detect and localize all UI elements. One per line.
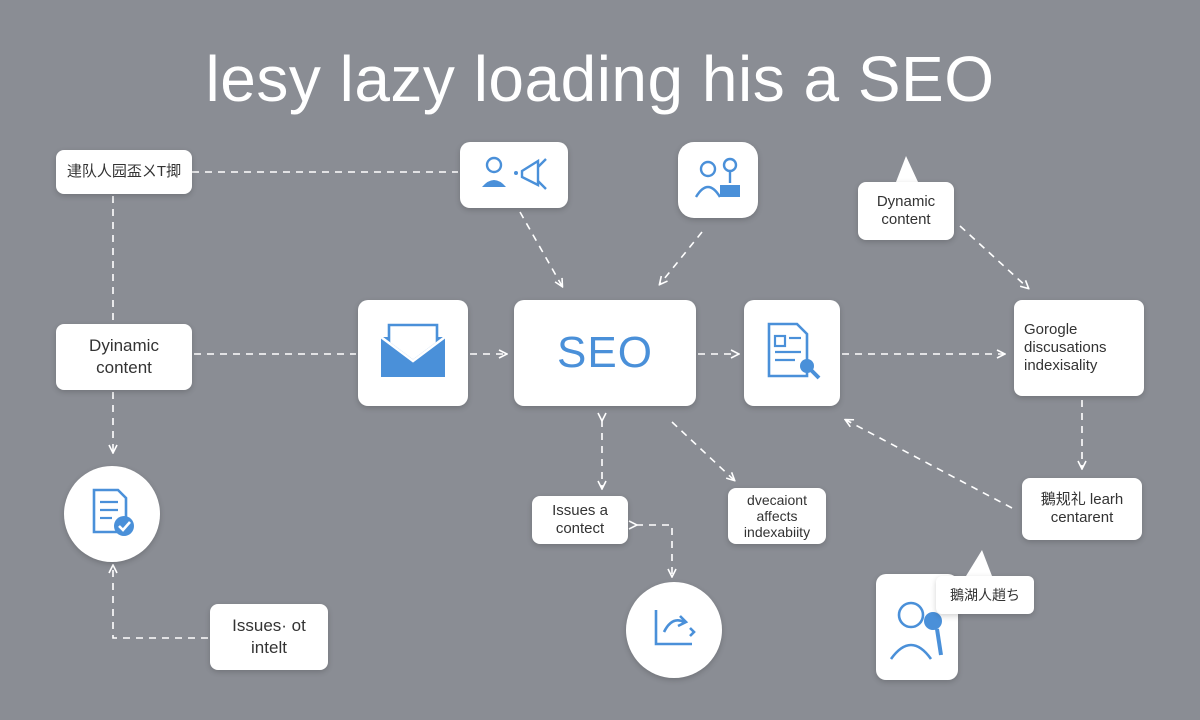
envelope-card (358, 300, 468, 406)
document-search-card (744, 300, 840, 406)
top-left-label-box: 䢖队人园盃ㄨT揤 (56, 150, 192, 194)
seo-label: SEO (557, 328, 653, 377)
connector-dynamic-top-to-google (959, 225, 1028, 288)
person-megaphone-card (460, 142, 568, 208)
dynamic-content-top-box: Dynamic content (858, 182, 954, 240)
speech-tail-top-right (896, 156, 918, 182)
person-magnifier-icon (885, 585, 949, 670)
dynamic-content-left-box: Dyinamic content (56, 324, 192, 390)
chart-refresh-circle (626, 582, 722, 678)
envelope-icon (379, 323, 447, 384)
dvecaiont-box: dvecaiont affects indexabiity (728, 488, 826, 544)
speech-tail-bottom-right (966, 550, 992, 576)
dvecaiont-label: dvecaiont affects indexabiity (743, 492, 811, 540)
issues-ot-intelt-box: Issues· ot intelt (210, 604, 328, 670)
connector-learn-to-document (846, 420, 1013, 509)
chart-refresh-icon (650, 606, 698, 655)
seo-central-box: SEO (514, 300, 696, 406)
google-label: Gorogle discusations indexisality (1024, 321, 1107, 374)
people-pins-card (678, 142, 758, 218)
person-megaphone-icon (472, 151, 556, 200)
connector-megaphone-to-seo (519, 211, 562, 286)
dynamic-content-left-label: Dyinamic content (89, 336, 159, 377)
speech-bubble-cjk-label: 鵝湖人趙ち (950, 587, 1020, 603)
document-check-icon (86, 486, 138, 543)
document-search-icon (761, 320, 823, 387)
learn-centarent-box: 鵝规礼 learh centarent (1022, 478, 1142, 540)
google-box: Gorogle discusations indexisality (1014, 300, 1144, 396)
issues-a-contect-box: Issues a contect (532, 496, 628, 544)
people-pins-icon (690, 153, 746, 208)
connector-issues-to-chart (636, 525, 672, 576)
connector-issues-to-check (113, 566, 208, 639)
top-left-label: 䢖队人园盃ㄨT揤 (66, 163, 182, 180)
learn-centarent-label: 鵝规礼 learh centarent (1040, 491, 1124, 526)
dynamic-content-top-label: Dynamic content (876, 193, 936, 228)
document-check-circle (64, 466, 160, 562)
issues-a-contect-label: Issues a contect (552, 502, 608, 537)
page-title: lesy lazy loading his a SEO (205, 43, 995, 115)
connector-people-to-seo (660, 231, 703, 284)
speech-bubble-cjk-box: 鵝湖人趙ち (936, 576, 1034, 614)
connector-seo-to-dvecaiont (671, 421, 734, 480)
issues-ot-intelt-label: Issues· ot intelt (232, 616, 306, 657)
